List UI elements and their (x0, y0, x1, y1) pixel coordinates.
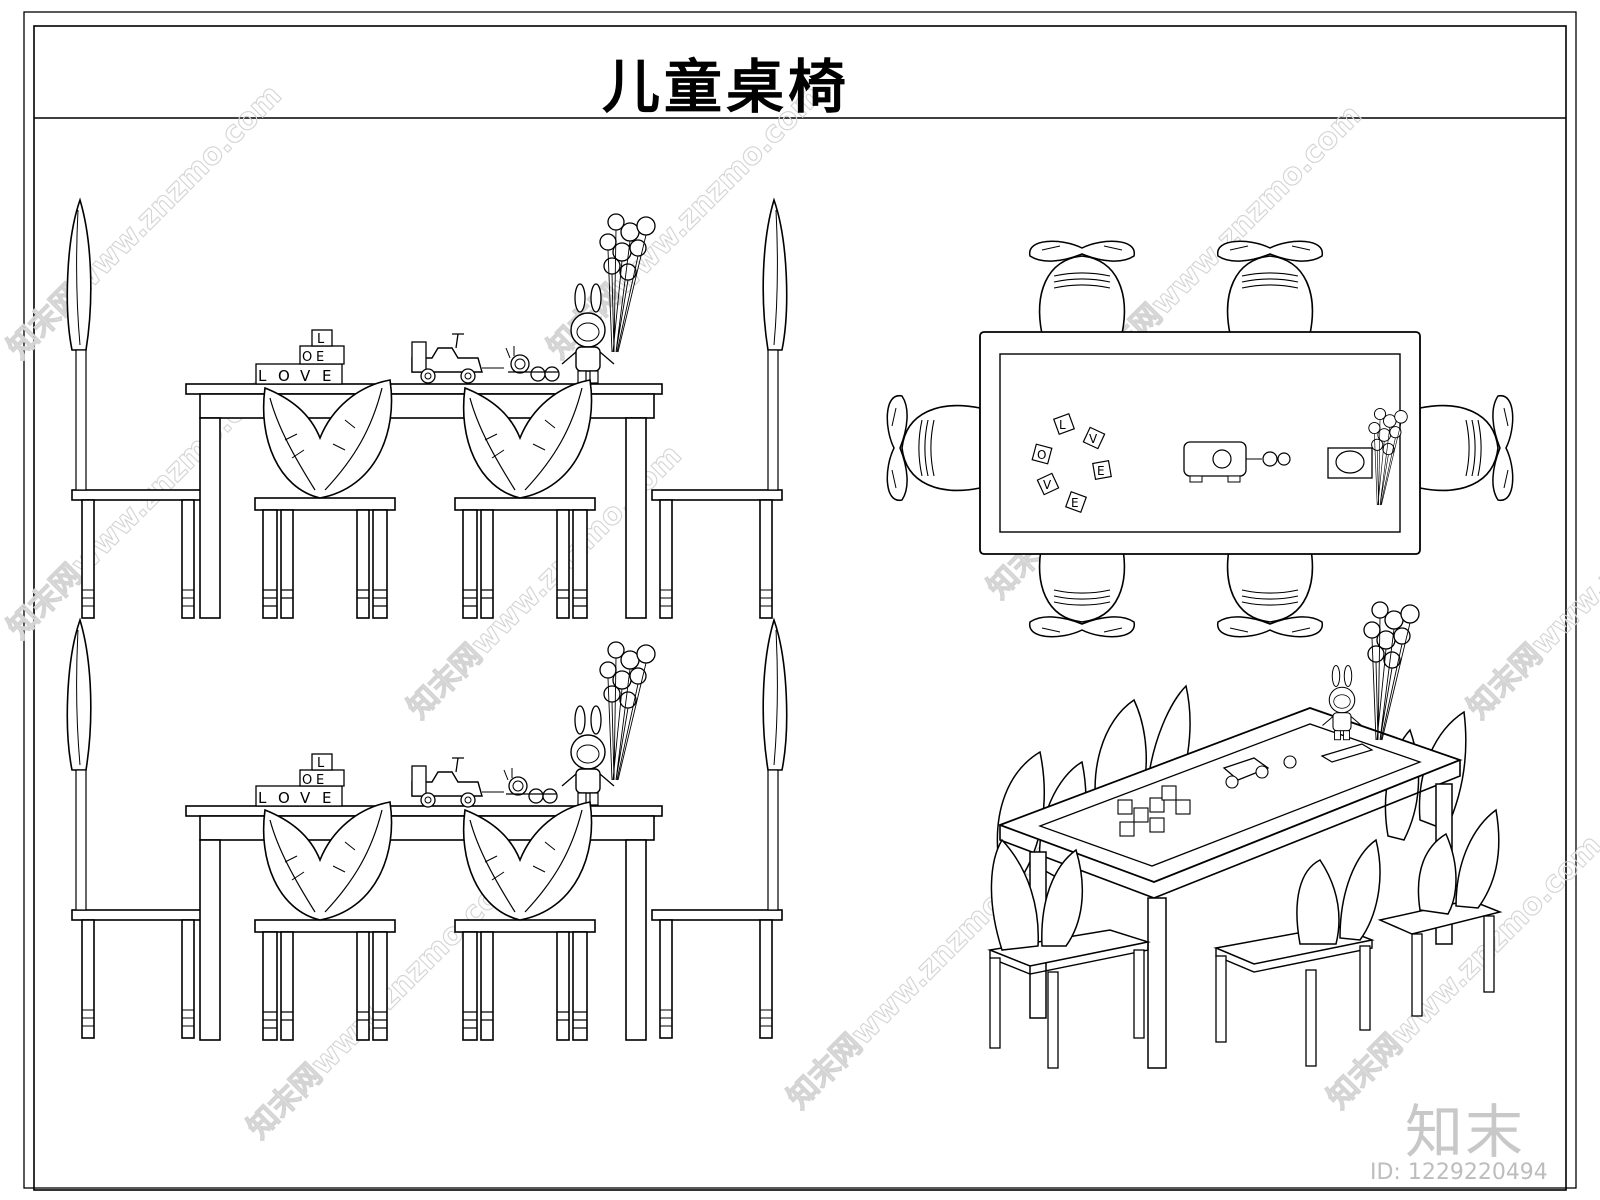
block-letter: L (317, 756, 325, 771)
block-letter: L (258, 367, 267, 385)
block-letter: L (317, 332, 325, 347)
block-letter: O (278, 789, 290, 807)
block-letter: E (1097, 464, 1105, 478)
plan-letter-blocks: L V E O V E (1031, 412, 1112, 514)
inner-frame (33, 25, 1567, 1191)
block-letter: V (300, 789, 311, 807)
block-letter: V (300, 367, 311, 385)
block-letter: V (1089, 432, 1098, 446)
block-letter: L (1059, 418, 1066, 432)
front-elevation-bottom: L O V E O E L (66, 619, 788, 1041)
block-letter: E (322, 367, 331, 385)
drawing-title: 儿童桌椅 (601, 53, 850, 121)
block-letter: E (322, 789, 331, 807)
watermark-text: 知末网www.znzmo.com (1461, 438, 1600, 726)
block-letter: O (278, 367, 290, 385)
block-letter: V (1043, 478, 1052, 492)
block-letter: E (316, 773, 324, 788)
block-letter: E (316, 350, 324, 365)
block-letter: E (1071, 496, 1079, 510)
brand-watermark: 知末 (1405, 1098, 1526, 1166)
block-letter: O (302, 350, 312, 365)
image-id-label: ID: 1229220494 (1370, 1160, 1548, 1185)
front-elevation-top: L O V E O E L (66, 199, 788, 619)
block-letter: O (302, 773, 312, 788)
block-letter: L (258, 789, 267, 807)
outer-frame (23, 11, 1577, 1189)
isometric-view (987, 601, 1503, 1069)
plan-view: L V E O V E (886, 240, 1514, 638)
block-letter: O (1037, 448, 1046, 462)
